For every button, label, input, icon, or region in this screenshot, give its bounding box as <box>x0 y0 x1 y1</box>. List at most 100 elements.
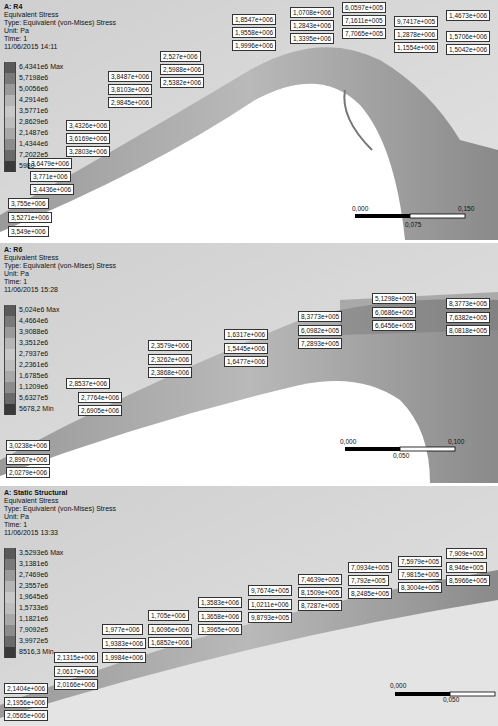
legend-swatch <box>4 316 16 327</box>
probe-label: 3,755e+006 <box>8 198 49 209</box>
probe-label: 3,8103e+006 <box>108 84 152 95</box>
probe-label: 7,909e+005 <box>446 548 487 559</box>
legend-value: 1,1209e6 <box>19 383 48 391</box>
probe-label: 8,5966e+005 <box>446 575 490 586</box>
legend-swatch <box>4 581 16 592</box>
probe-label: 1,9383e+006 <box>102 638 146 649</box>
legend-swatch <box>4 95 16 106</box>
probe-label: 8,946e+005 <box>446 562 487 573</box>
legend-value: 2,7937e6 <box>19 350 48 358</box>
plot-header: Time: 1 <box>4 521 27 529</box>
legend-swatch <box>4 305 16 316</box>
scale-value: 0,000 <box>352 205 368 212</box>
probe-label: 5,1298e+005 <box>372 293 416 304</box>
probe-label: 1,5042e+006 <box>446 44 490 55</box>
probe-label: 7,7065e+005 <box>342 28 386 39</box>
legend-swatch <box>4 327 16 338</box>
probe-label: 9,7417e+005 <box>394 16 438 27</box>
plot-header: A: R4 <box>4 3 22 11</box>
probe-label: 2,1315e+006 <box>54 652 98 663</box>
probe-label: 1,4673e+006 <box>446 10 490 21</box>
probe-label: 1,705e+006 <box>148 610 189 621</box>
scale-value: 0,000 <box>340 438 356 445</box>
probe-label: 7,5979e+005 <box>398 556 442 567</box>
probe-label: 1,6852e+006 <box>148 637 192 648</box>
probe-label: 8,0818e+005 <box>446 325 490 336</box>
legend-value: 5678,2 Min <box>19 405 54 413</box>
legend-swatch <box>4 106 16 117</box>
probe-label: 1,1554e+006 <box>394 42 438 53</box>
scale-value: 0,050 <box>443 696 459 703</box>
legend-swatch <box>4 161 16 172</box>
scale-value: 0,000 <box>390 682 406 689</box>
probe-label: 6,0686e+005 <box>372 307 416 318</box>
probe-label: 2,0617e+006 <box>54 666 98 677</box>
probe-label: 1,5445e+006 <box>224 343 268 354</box>
probe-label: 2,8967e+006 <box>6 454 50 465</box>
legend-value: 1,6785e6 <box>19 372 48 380</box>
plot-header: 11/06/2015 15:28 <box>4 286 58 294</box>
legend-swatch <box>4 603 16 614</box>
legend-value: 3,1381e6 <box>19 560 48 568</box>
probe-label: 1,3965e+006 <box>198 624 242 635</box>
probe-label: 1,6096e+006 <box>148 624 192 635</box>
probe-label: 3,4326e+006 <box>66 120 110 131</box>
probe-label: 3,4436e+006 <box>30 184 74 195</box>
plot-header: 11/06/2015 14:11 <box>4 43 57 51</box>
probe-label: 2,3868e+006 <box>148 367 192 378</box>
legend-value: 2,2361e6 <box>19 361 48 369</box>
probe-label: 2,1404e+006 <box>4 683 48 694</box>
legend-value: 2,3557e6 <box>19 582 48 590</box>
probe-label: 3,0238e+006 <box>6 440 50 451</box>
plot-header: A: R6 <box>4 246 22 254</box>
probe-label: 1,2843e+006 <box>290 20 334 31</box>
plot-header: Type: Equivalent (von-Mises) Stress <box>4 19 116 27</box>
probe-label: 6,6456e+005 <box>372 320 416 331</box>
probe-label: 7,4639e+005 <box>298 574 342 585</box>
probe-label: 8,3004e+005 <box>398 582 442 593</box>
legend-value: 1,9645e6 <box>19 593 48 601</box>
legend-swatch <box>4 371 16 382</box>
plot-header: Time: 1 <box>4 35 27 43</box>
probe-label: 2,6905e+006 <box>78 405 122 416</box>
probe-label: 1,3395e+006 <box>290 33 334 44</box>
legend-value: 7,9092e5 <box>19 626 48 634</box>
probe-label: 7,2893e+005 <box>298 338 342 349</box>
plot-header: Unit: Pa <box>4 270 29 278</box>
legend-value: 1,5733e6 <box>19 604 48 612</box>
probe-label: 1,0708e+006 <box>290 7 334 18</box>
legend-swatch <box>4 62 16 73</box>
legend-swatch <box>4 625 16 636</box>
probe-label: 3,6169e+006 <box>66 133 110 144</box>
legend-value: 3,5771e6 <box>19 107 48 115</box>
legend-swatch <box>4 614 16 625</box>
legend-value: 3,9972e5 <box>19 637 48 645</box>
legend-value: 2,7469e6 <box>19 571 48 579</box>
probe-label: 1,0211e+006 <box>248 599 292 610</box>
probe-label: 2,1956e+006 <box>4 697 48 708</box>
legend-swatch <box>4 647 16 658</box>
legend-value: 8516,3 Min <box>19 648 54 656</box>
probe-label: 1,977e+006 <box>102 624 143 635</box>
legend-value: 2,8629e6 <box>19 118 48 126</box>
probe-label: 7,792e+005 <box>348 575 389 586</box>
probe-label: 2,0279e+006 <box>6 467 50 478</box>
probe-label: 3,549e+006 <box>8 226 49 237</box>
legend-swatch <box>4 404 16 415</box>
legend-value: 3,5293e6 Max <box>19 549 63 557</box>
plot-header: 11/06/2015 13:33 <box>4 529 58 537</box>
legend-value: 3,9088e6 <box>19 328 48 336</box>
plot-header: Type: Equivalent (von-Mises) Stress <box>4 505 116 513</box>
legend-swatch <box>4 382 16 393</box>
probe-label: 8,7287e+005 <box>298 600 342 611</box>
probe-label: 2,3579e+006 <box>148 340 192 351</box>
scale-value: 0,150 <box>458 205 474 212</box>
legend-swatch <box>4 570 16 581</box>
legend-swatch <box>4 128 16 139</box>
plot-header: Type: Equivalent (von-Mises) Stress <box>4 262 116 270</box>
probe-label: 2,9845e+006 <box>108 97 152 108</box>
probe-label: 6,0982e+005 <box>298 325 342 336</box>
legend-value: 5,6327e5 <box>19 394 48 402</box>
probe-label: 3,2803e+006 <box>66 146 110 157</box>
